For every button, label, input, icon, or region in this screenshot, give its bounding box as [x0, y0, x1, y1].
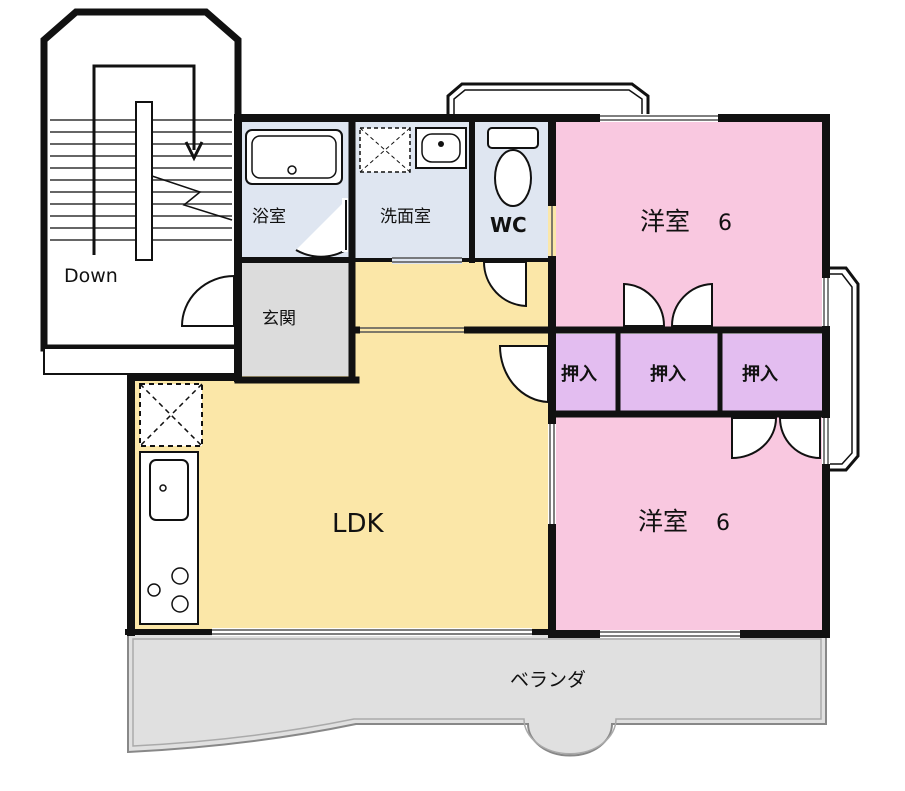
- sliding-door-ldk-western: [548, 424, 556, 524]
- closet-3-label: 押入: [742, 363, 778, 385]
- closet-1-fill: [556, 334, 616, 412]
- veranda-label: ベランダ: [510, 669, 586, 691]
- western-room-a-label: 洋室: [640, 207, 690, 236]
- stair-break-line: [151, 175, 233, 221]
- western-room-b-fill: [556, 416, 824, 631]
- bathtub-inner: [251, 135, 337, 179]
- bath-label: 浴室: [252, 207, 286, 227]
- western-room-a-size: 6: [718, 211, 732, 236]
- closet-1-label: 押入: [561, 363, 597, 385]
- veranda-rail: [132, 638, 822, 755]
- toilet-tank: [487, 127, 539, 149]
- ldk-label: LDK: [332, 509, 385, 539]
- western-room-b-size: 6: [716, 511, 730, 536]
- closet-2-fill: [620, 334, 718, 412]
- closet-2-label: 押入: [650, 363, 686, 385]
- kitchen-sink: [149, 459, 189, 521]
- stair-arrow-head: [184, 141, 204, 162]
- washing-machine-space: [359, 127, 411, 173]
- wc-label: WC: [490, 213, 527, 237]
- entrance-label: 玄関: [262, 309, 296, 329]
- western-room-b-label: 洋室: [638, 507, 688, 536]
- bathtub: [245, 129, 343, 185]
- window-gaps: [212, 114, 830, 638]
- bathtub-drain: [287, 165, 297, 175]
- stairs-down-label: Down: [64, 265, 118, 287]
- hallway-ldk-opening: [360, 326, 464, 334]
- door-swings: [180, 198, 821, 460]
- bay-window-top: [446, 82, 650, 114]
- entrance-fill: [239, 262, 351, 376]
- bay-window-right: [830, 266, 860, 472]
- stair-direction-arrow: [92, 64, 196, 255]
- toilet-bowl: [494, 149, 532, 207]
- stove-burners: [147, 567, 189, 613]
- walls: [125, 114, 830, 638]
- stair-center-rail: [135, 101, 153, 261]
- window-lines: [212, 115, 829, 637]
- washroom-label: 洗面室: [380, 207, 431, 227]
- stair-landing: [43, 347, 239, 375]
- closet-3-fill: [722, 334, 824, 412]
- washroom-sliding-door: [392, 256, 462, 264]
